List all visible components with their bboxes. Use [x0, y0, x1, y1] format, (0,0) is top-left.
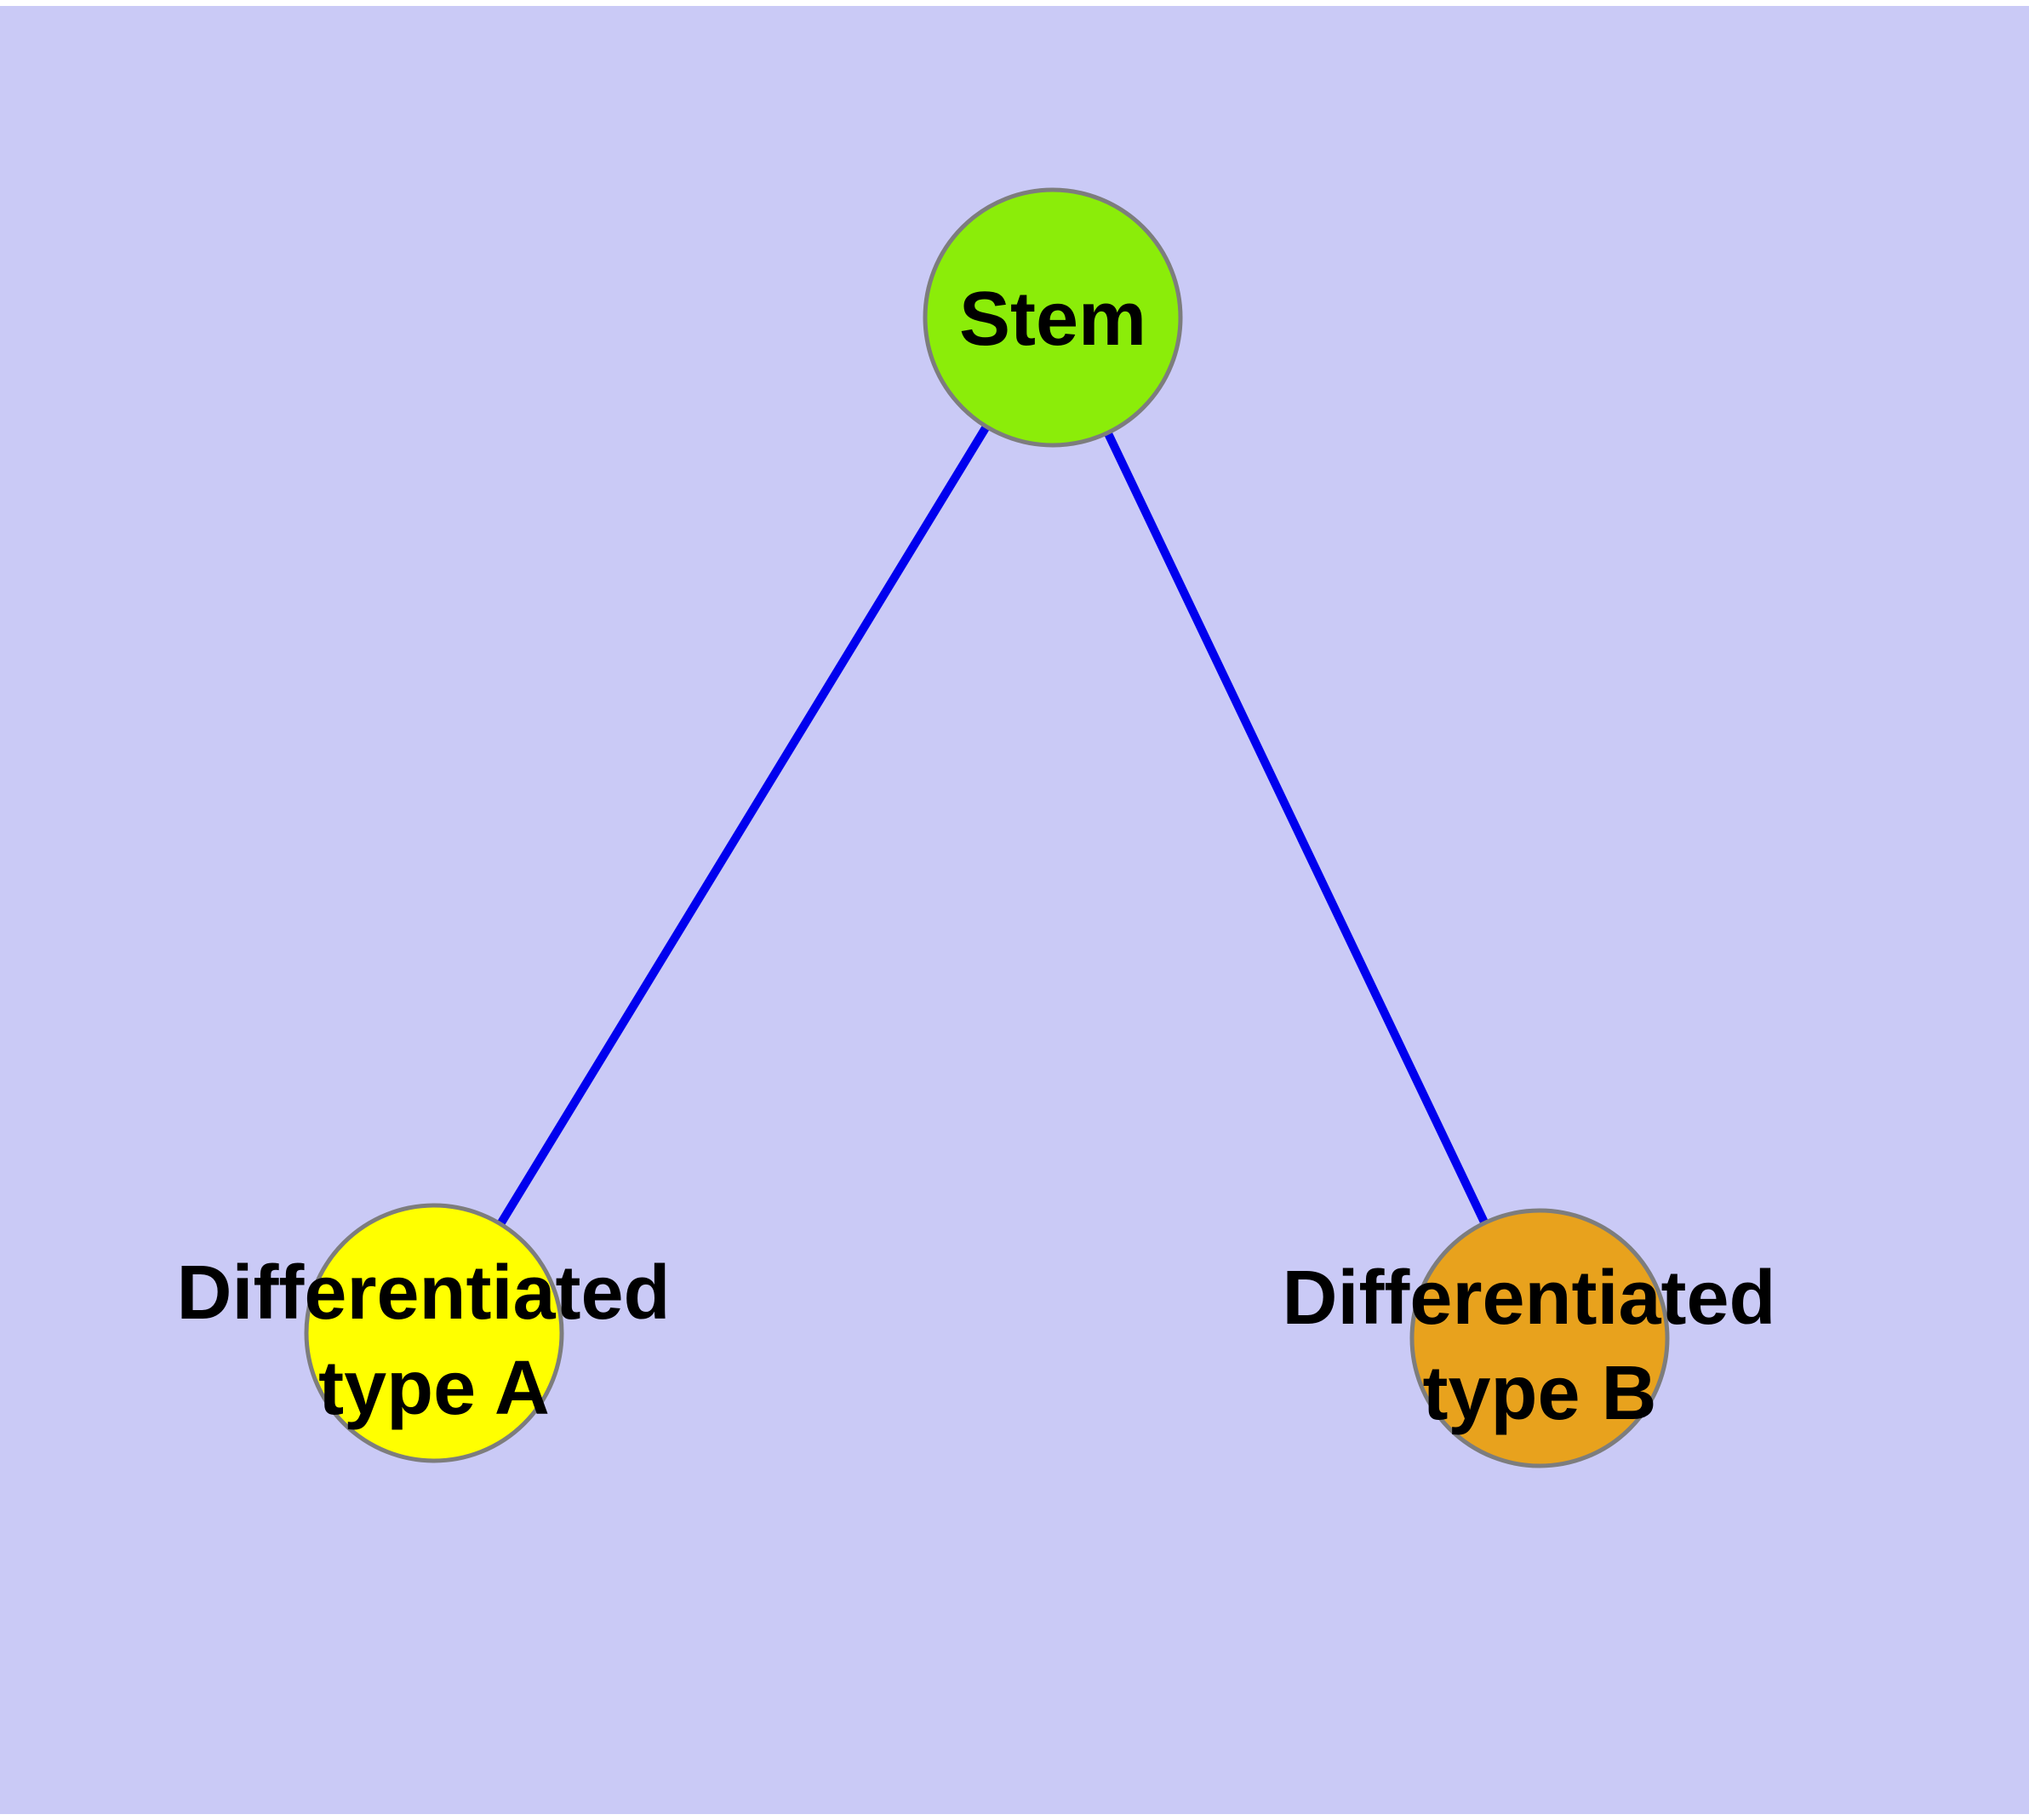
label-differentiated-type-a-line2: type A — [318, 1346, 550, 1431]
label-differentiated-type-a: Differentiated type A — [176, 1251, 691, 1431]
label-stem: Stem — [959, 277, 1146, 362]
label-differentiated-type-b: Differentiated type B — [1282, 1256, 1797, 1436]
label-differentiated-type-a-line1: Differentiated — [176, 1251, 670, 1336]
node-stem — [923, 187, 1183, 448]
edge-stem-to-type-b — [1049, 315, 1544, 1341]
node-differentiated-type-a — [304, 1203, 564, 1463]
label-differentiated-type-b-line1: Differentiated — [1282, 1256, 1775, 1341]
node-differentiated-type-b — [1409, 1208, 1670, 1468]
label-differentiated-type-b-line2: type B — [1422, 1351, 1656, 1436]
edge-stem-to-type-a — [430, 315, 1057, 1336]
